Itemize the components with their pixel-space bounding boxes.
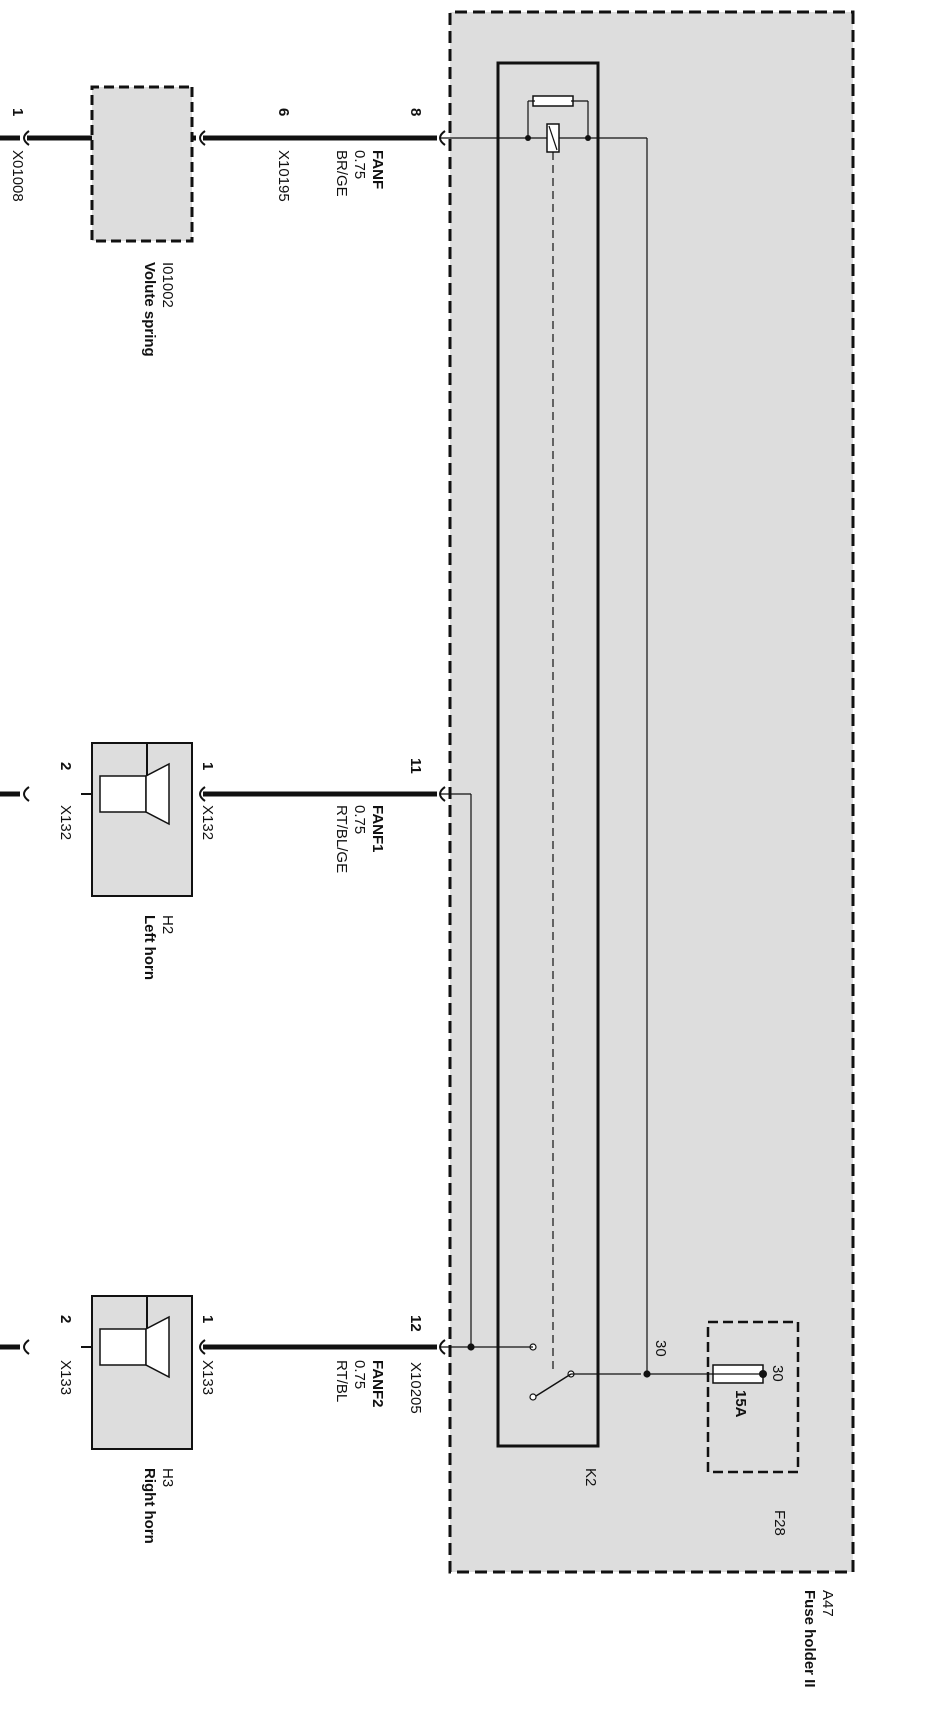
relay-terminal: 30 [652,1340,669,1357]
fuse-rating: 15A [732,1390,749,1418]
relay-coil [525,95,591,153]
left-horn-name: Left horn [141,915,158,980]
fuse-holder-id: A47 [819,1590,836,1617]
fuse-terminal: 30 [769,1365,786,1382]
fuse-id: F28 [771,1510,788,1536]
wire-fanf2-size: 0.75 [351,1360,368,1389]
wire-fanf-name: FANF [369,150,386,189]
connector-x132-pin1: X132 [199,805,216,840]
wire-fanf1-color: RT/BL/GE [333,805,350,873]
pin-8: 8 [407,108,424,116]
h2-pin-1: 1 [199,762,216,770]
connector-x10205: X10205 [407,1362,424,1414]
volute-spring-box [90,85,194,243]
relay-switch [471,1343,641,1401]
h2-pin-2: 2 [57,762,74,770]
internal-wiring [441,137,691,1378]
wire-fanf-color: BR/GE [333,150,350,197]
volute-spring-name: Volute spring [141,262,158,357]
pin-1-far: 1 [9,108,26,116]
pin-11: 11 [407,758,424,774]
connector-x132-pin2: X132 [57,805,74,840]
wire-fanf2-name: FANF2 [369,1360,386,1408]
right-horn-id: H3 [159,1468,176,1487]
wire-fanf1-size: 0.75 [351,805,368,834]
pin-12: 12 [407,1315,424,1332]
wire-fanf-size: 0.75 [351,150,368,179]
relay-k2-box [496,61,600,1448]
left-horn-id: H2 [159,915,176,934]
wire-fanf2-color: RT/BL [333,1360,350,1402]
volute-spring-id: I01002 [159,262,176,308]
connector-x133-pin2: X133 [57,1360,74,1395]
fuse-holder-box [448,10,855,1574]
pin-6: 6 [275,108,292,116]
fuse-holder-name: Fuse holder II [801,1590,818,1688]
connector-x133-pin1: X133 [199,1360,216,1395]
fuse-symbol [691,1364,767,1384]
external-wires [0,135,437,1350]
diagram-rotated-content: A47 Fuse holder II F28 15A 30 K2 30 8 11… [0,10,855,1688]
relay-id: K2 [582,1468,599,1486]
connector-x01008: X01008 [9,150,26,202]
fuse-f28-box [706,1320,800,1474]
wire-fanf1-name: FANF1 [369,805,386,853]
h3-pin-1: 1 [199,1315,216,1323]
h3-pin-2: 2 [57,1315,74,1323]
connector-x10195: X10195 [275,150,292,202]
left-horn-h2 [81,742,193,897]
right-horn-name: Right horn [141,1468,158,1544]
connector-pins [23,130,446,1355]
right-horn-h3 [81,1295,193,1450]
